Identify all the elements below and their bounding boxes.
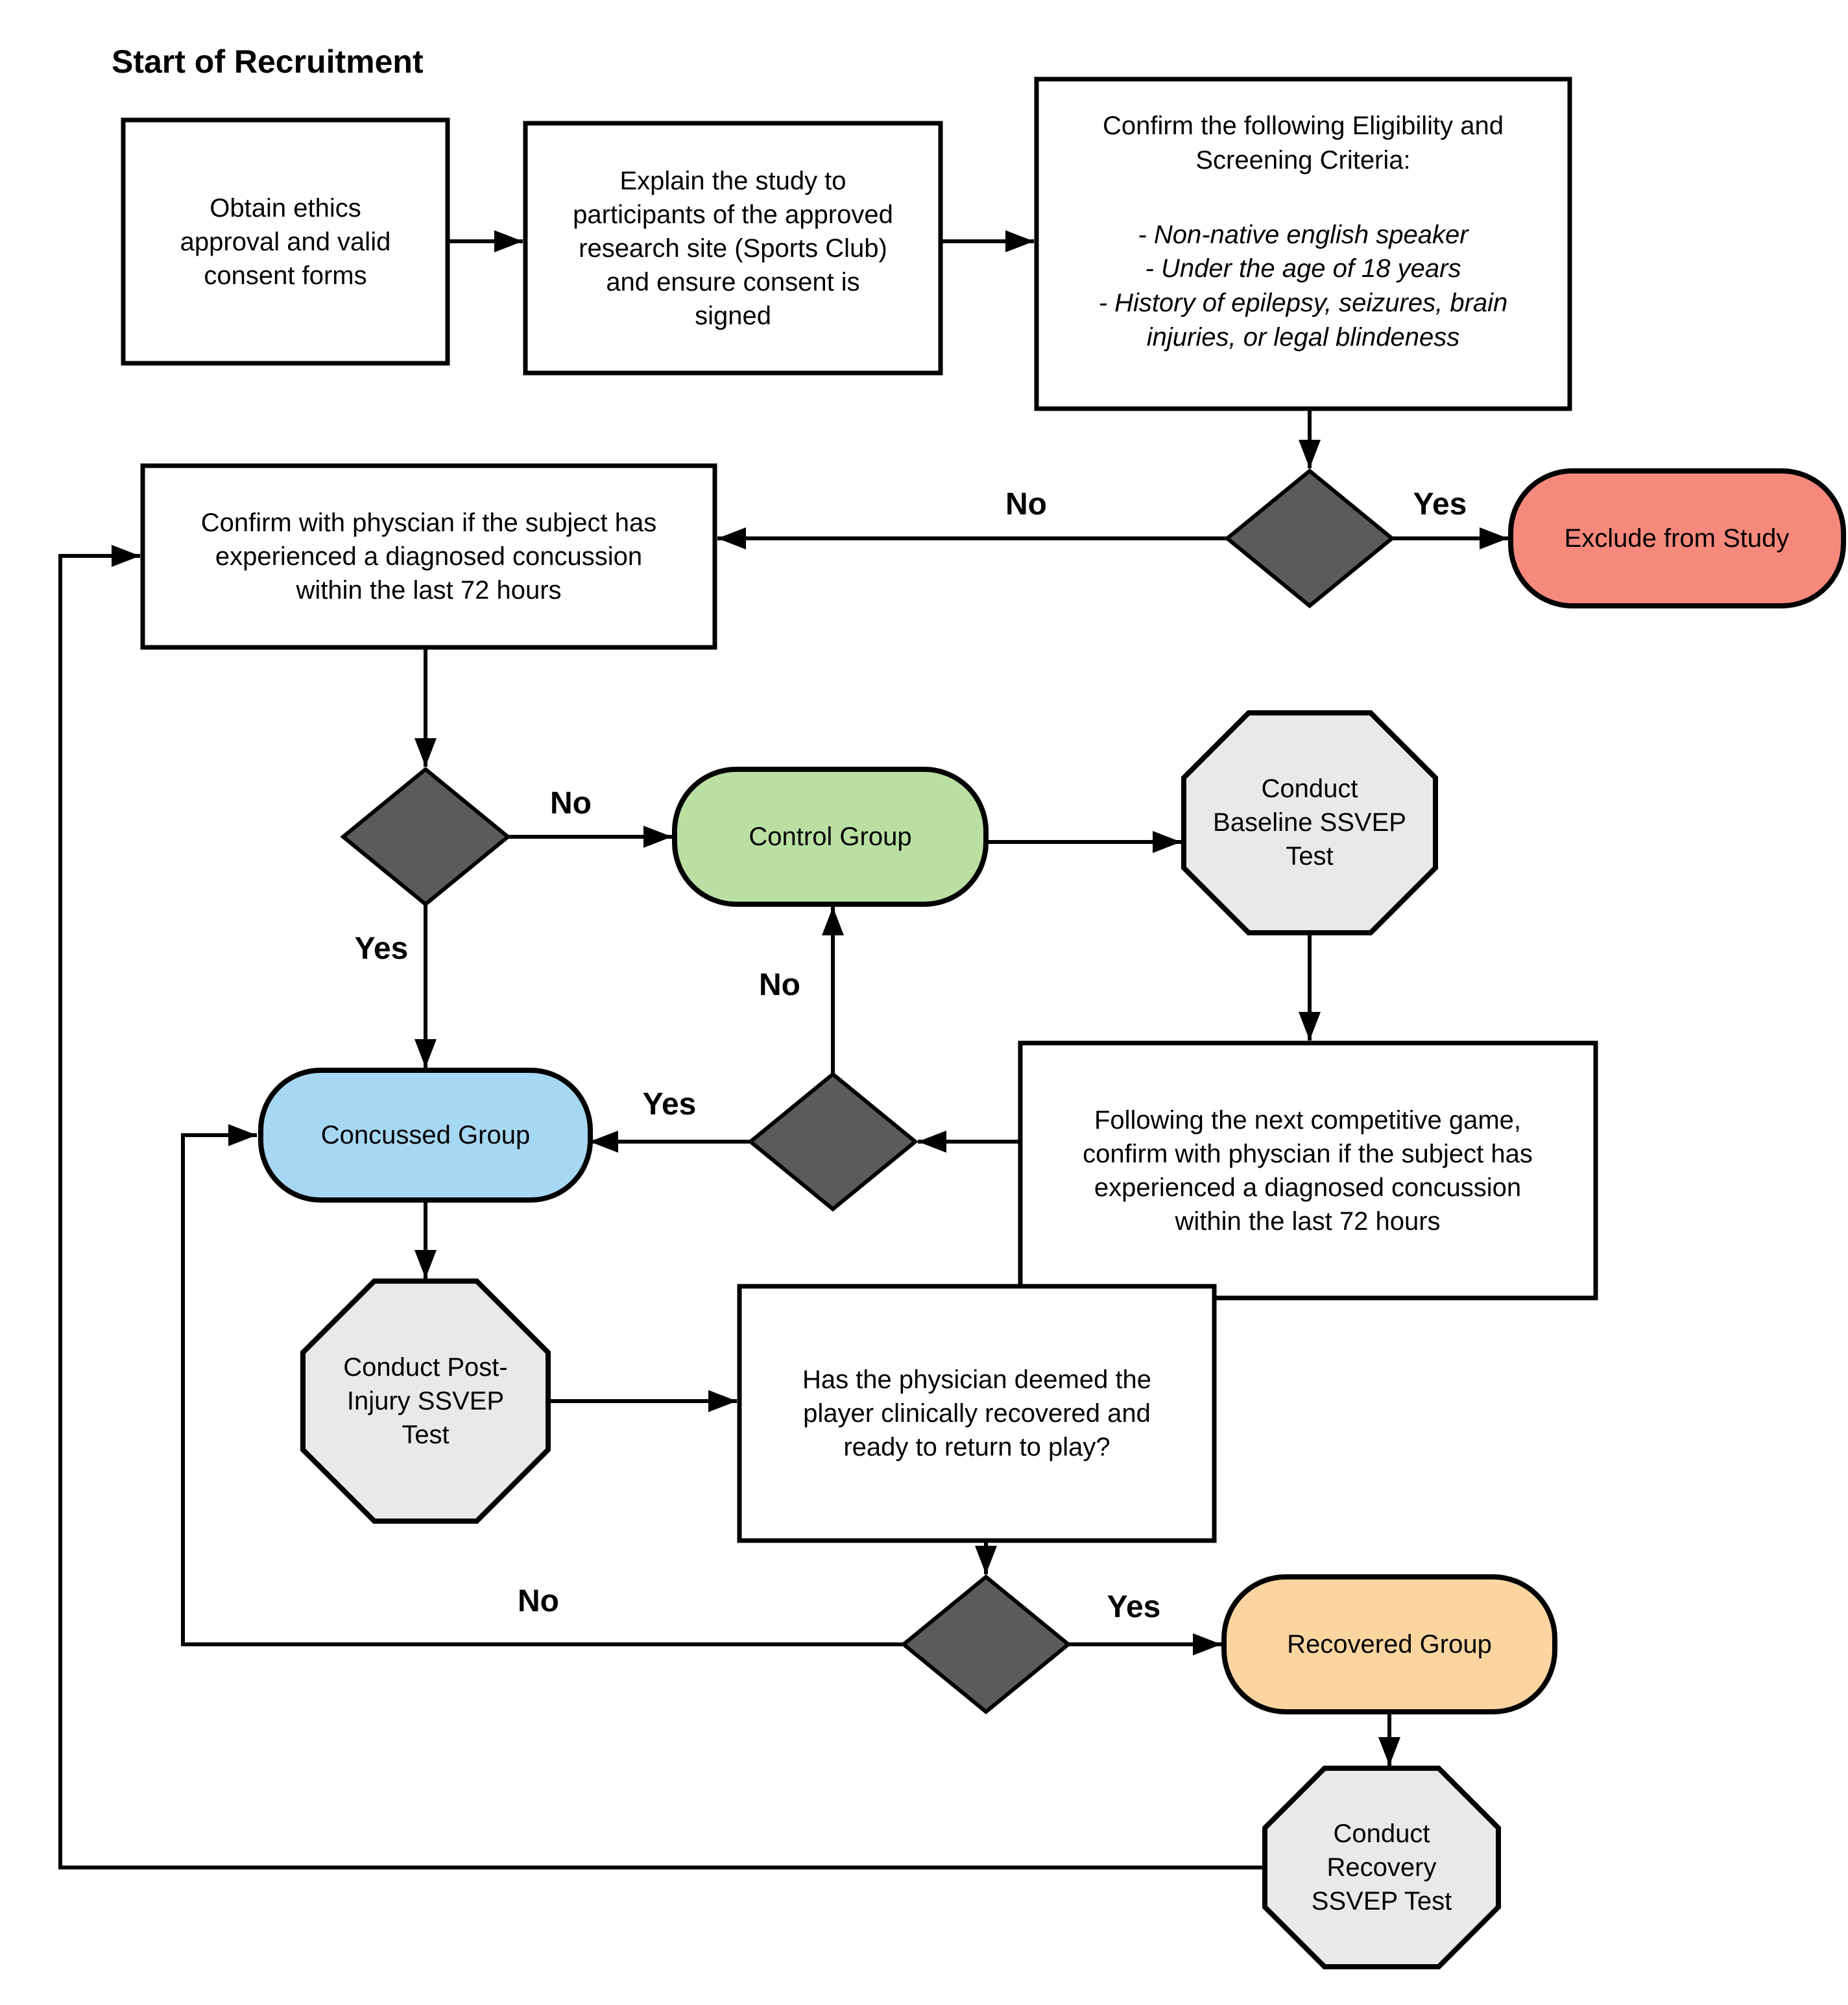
concussed-group-label: Concussed Group	[320, 1121, 531, 1149]
decision4-yes-label: Yes	[1107, 1589, 1161, 1624]
octagon-postinjury-test	[300, 1279, 551, 1524]
decision2-yes-label: Yes	[354, 931, 409, 966]
eligibility-heading: Confirm the following Eligibility and Sc…	[1102, 112, 1504, 174]
recovered-question-label: Has the physician deemed the player clin…	[802, 1365, 1152, 1461]
box-confirm-concussion	[140, 463, 717, 650]
recovered-group-label: Recovered Group	[1287, 1630, 1492, 1659]
baseline-test-label: Conduct Baseline SSVEP Test	[1213, 774, 1406, 870]
box-explain-study	[523, 121, 943, 376]
box-following-game	[1018, 1040, 1598, 1301]
pill-exclude-from-study	[1508, 468, 1846, 608]
pill-control-group	[672, 767, 989, 907]
box-obtain-ethics	[121, 117, 450, 366]
decision-concussion-diamond	[340, 767, 511, 907]
decision-recovered-diamond	[900, 1574, 1072, 1714]
explain-study-label: Explain the study to participants of the…	[573, 166, 893, 330]
decision2-no-label: No	[550, 786, 592, 821]
postinjury-test-label: Conduct Post-Injury SSVEP Test	[343, 1353, 508, 1449]
decision1-yes-label: Yes	[1413, 486, 1467, 522]
following-game-label: Following the next competitive game, con…	[1083, 1105, 1533, 1236]
decision4-no-label: No	[518, 1583, 559, 1618]
arrow-decision4-no-loop-to-concussed	[181, 1124, 904, 1646]
decision-postgame-diamond	[747, 1072, 918, 1212]
obtain-ethics-label: Obtain ethics approval and valid consent…	[180, 193, 391, 290]
recovery-test-label: Conduct Recovery SSVEP Test	[1311, 1819, 1452, 1915]
exclude-from-study-label: Exclude from Study	[1564, 524, 1790, 553]
eligibility-content: Confirm the following Eligibility and Sc…	[1062, 109, 1544, 355]
arrow-recovery-loop-to-confirm	[58, 545, 1265, 1869]
control-group-label: Control Group	[749, 822, 912, 851]
box-recovered-question	[737, 1284, 1217, 1543]
eligibility-criterion-2: - Under the age of 18 years	[1145, 254, 1461, 283]
pill-concussed-group	[258, 1068, 593, 1203]
decision3-yes-label: Yes	[642, 1087, 697, 1122]
pill-recovered-group	[1221, 1574, 1557, 1714]
confirm-concussion-label: Confirm with physcian if the subject has…	[200, 509, 657, 605]
decision3-no-label: No	[759, 967, 800, 1002]
octagon-recovery-test	[1262, 1766, 1501, 1969]
diagram-title: Start of Recruitment	[112, 43, 424, 80]
eligibility-criterion-1: - Non-native english speaker	[1138, 220, 1469, 249]
decision-eligibility-diamond	[1224, 468, 1395, 608]
octagon-baseline-test	[1181, 710, 1438, 935]
eligibility-criterion-3: - History of epilepsy, seizures, brain i…	[1098, 289, 1508, 352]
box-eligibility-criteria	[1034, 77, 1572, 411]
decision1-no-label: No	[1005, 486, 1047, 522]
